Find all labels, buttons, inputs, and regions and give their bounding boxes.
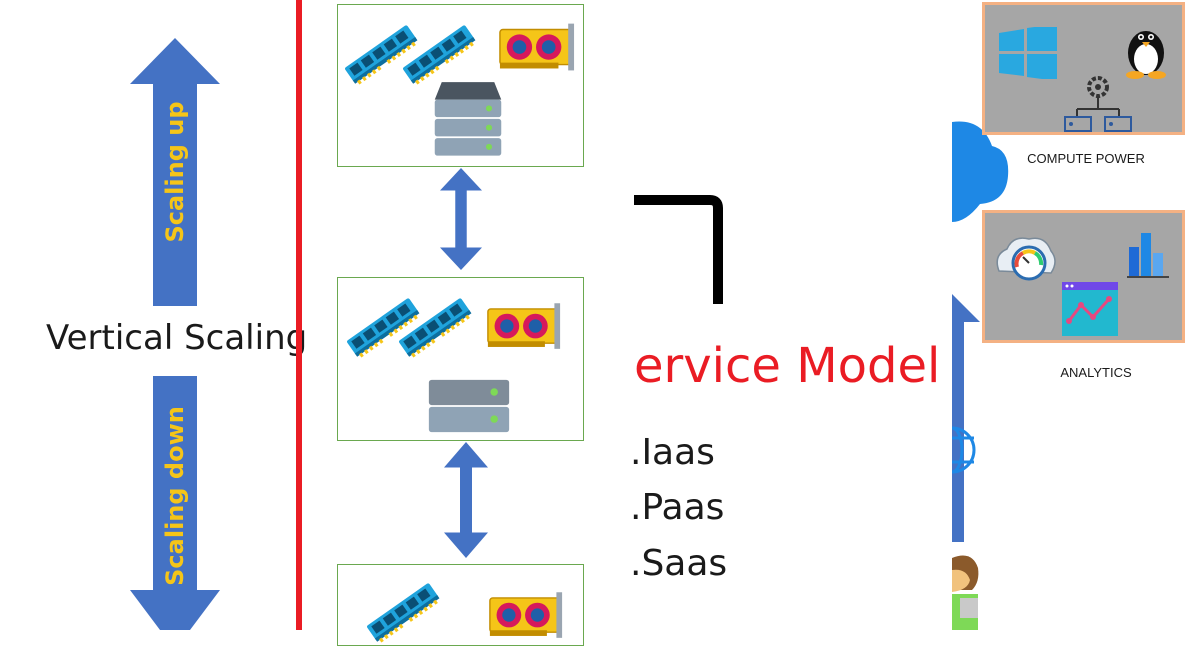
server-box-top <box>337 4 584 167</box>
dashboard-gauge-icon <box>996 237 1056 281</box>
compute-power-tile <box>982 2 1185 135</box>
server-box-bottom <box>337 564 584 646</box>
scaling-down-arrow-icon <box>130 376 220 630</box>
scaling-down-label: Scaling down <box>161 406 189 586</box>
scaling-up-arrow-icon <box>130 38 220 306</box>
graphics-card-icon <box>486 302 562 352</box>
server-box-middle <box>337 277 584 441</box>
cloud-icon <box>952 121 1009 222</box>
ram-stick-icon <box>362 577 442 645</box>
red-divider <box>296 0 302 630</box>
server-icon <box>433 77 503 159</box>
vertical-scaling-title: Vertical Scaling <box>46 318 308 358</box>
windows-icon <box>999 27 1057 79</box>
up-arrow-icon <box>952 294 980 542</box>
bar-chart-icon <box>1127 233 1169 278</box>
bracket-line <box>634 195 723 304</box>
person-icon <box>952 555 979 630</box>
line-chart-window-icon <box>1062 282 1118 336</box>
service-item-saas: .Saas <box>630 543 728 584</box>
service-model-title: ervice Model <box>634 338 941 394</box>
double-arrow-icon <box>440 168 482 270</box>
server-icon <box>426 378 512 434</box>
ram-stick-icon <box>394 292 474 360</box>
service-item-iaas: .Iaas <box>630 432 715 473</box>
service-item-paas: .Paas <box>630 487 725 528</box>
analytics-label: ANALYTICS <box>1060 365 1132 380</box>
double-arrow-icon <box>444 442 488 558</box>
compute-power-label: COMPUTE POWER <box>1027 151 1145 166</box>
graphics-card-icon <box>488 591 564 641</box>
analytics-tile <box>982 210 1185 343</box>
scaling-up-label: Scaling up <box>161 101 189 243</box>
graphics-card-icon <box>498 23 576 73</box>
globe-icon <box>952 426 976 474</box>
network-gear-icon <box>1064 76 1132 132</box>
linux-penguin-icon <box>1126 31 1166 79</box>
